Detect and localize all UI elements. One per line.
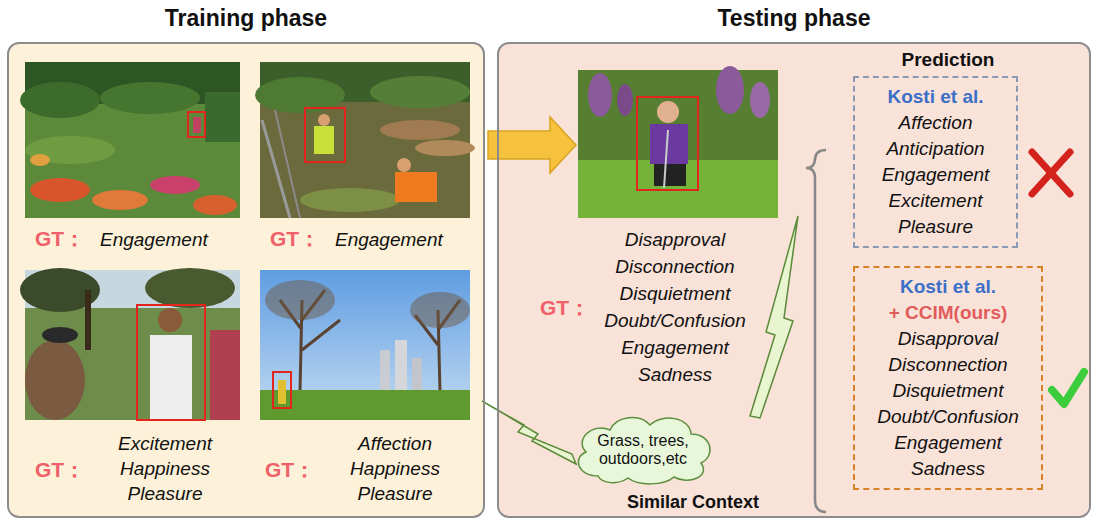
flow-arrow (488, 117, 576, 173)
emotion-label: Pleasure (95, 482, 235, 506)
panel-heading: Testing phase (499, 4, 1089, 32)
photo (255, 62, 475, 218)
emotion-label: Excitement (95, 432, 235, 456)
emotion-label: Sadness (911, 456, 985, 482)
gt-tag: GT： (35, 458, 95, 482)
method-name: Kosti et al. (887, 84, 983, 110)
emotion-label: Happiness (325, 457, 465, 481)
gt-tag: GT： (35, 227, 95, 251)
emotion-label: Disquietment (893, 378, 1004, 404)
emotion-label: Excitement (889, 188, 983, 214)
emotion-label: Engagement (585, 336, 765, 360)
photo (20, 268, 240, 420)
caption-label: Prediction (883, 48, 1013, 72)
emotion-label: Pleasure (898, 214, 973, 240)
method-name: Kosti et al. (900, 274, 996, 300)
emotion-label: Engagement (882, 162, 990, 188)
photo (20, 62, 240, 218)
panel-ground (498, 43, 1089, 517)
panel-heading: Training phase (9, 4, 483, 32)
emotion-label: Disconnection (585, 255, 765, 279)
right-mark (1052, 372, 1084, 404)
emotion-label: Doubt/Confusion (877, 404, 1019, 430)
emotion-label: Engagement (894, 430, 1002, 456)
lightning-bolt (750, 216, 798, 418)
emotion-label: Happiness (95, 457, 235, 481)
context-cloud: Grass, trees, outdoors,etc (568, 410, 718, 486)
emotion-label: Pleasure (325, 482, 465, 506)
photo (578, 66, 778, 218)
emotion-label: Affection (325, 432, 465, 456)
emotion-label: Anticipation (886, 136, 984, 162)
emotion-label: Affection (899, 110, 973, 136)
gt-tag: GT： (270, 227, 330, 251)
emotion-label: Doubt/Confusion (585, 309, 765, 333)
gt-tag: GT： (540, 296, 600, 320)
method-name: + CCIM(ours) (889, 300, 1008, 326)
bracket (806, 150, 826, 512)
caption-label: Similar Context (618, 490, 768, 514)
emotion-label: Disquietment (585, 282, 765, 306)
emotion-label: Disapproval (898, 326, 998, 352)
panel: Testing phaseGrass, trees, outdoors,etcK… (497, 42, 1091, 518)
prediction-box: Kosti et al.+ CCIM(ours)DisapprovalDisco… (853, 266, 1043, 490)
prediction-box: Kosti et al.AffectionAnticipationEngagem… (853, 76, 1018, 248)
wrong-mark (1032, 152, 1070, 194)
emotion-label: Engagement (100, 228, 240, 252)
photo (260, 270, 470, 420)
emotion-label: Disapproval (585, 228, 765, 252)
emotion-label: Disconnection (888, 352, 1007, 378)
panel-ground (8, 43, 484, 517)
emotion-label: Engagement (335, 228, 475, 252)
gt-tag: GT： (265, 458, 325, 482)
cloud-text: Grass, trees, outdoors,etc (588, 432, 698, 468)
emotion-label: Sadness (585, 363, 765, 387)
